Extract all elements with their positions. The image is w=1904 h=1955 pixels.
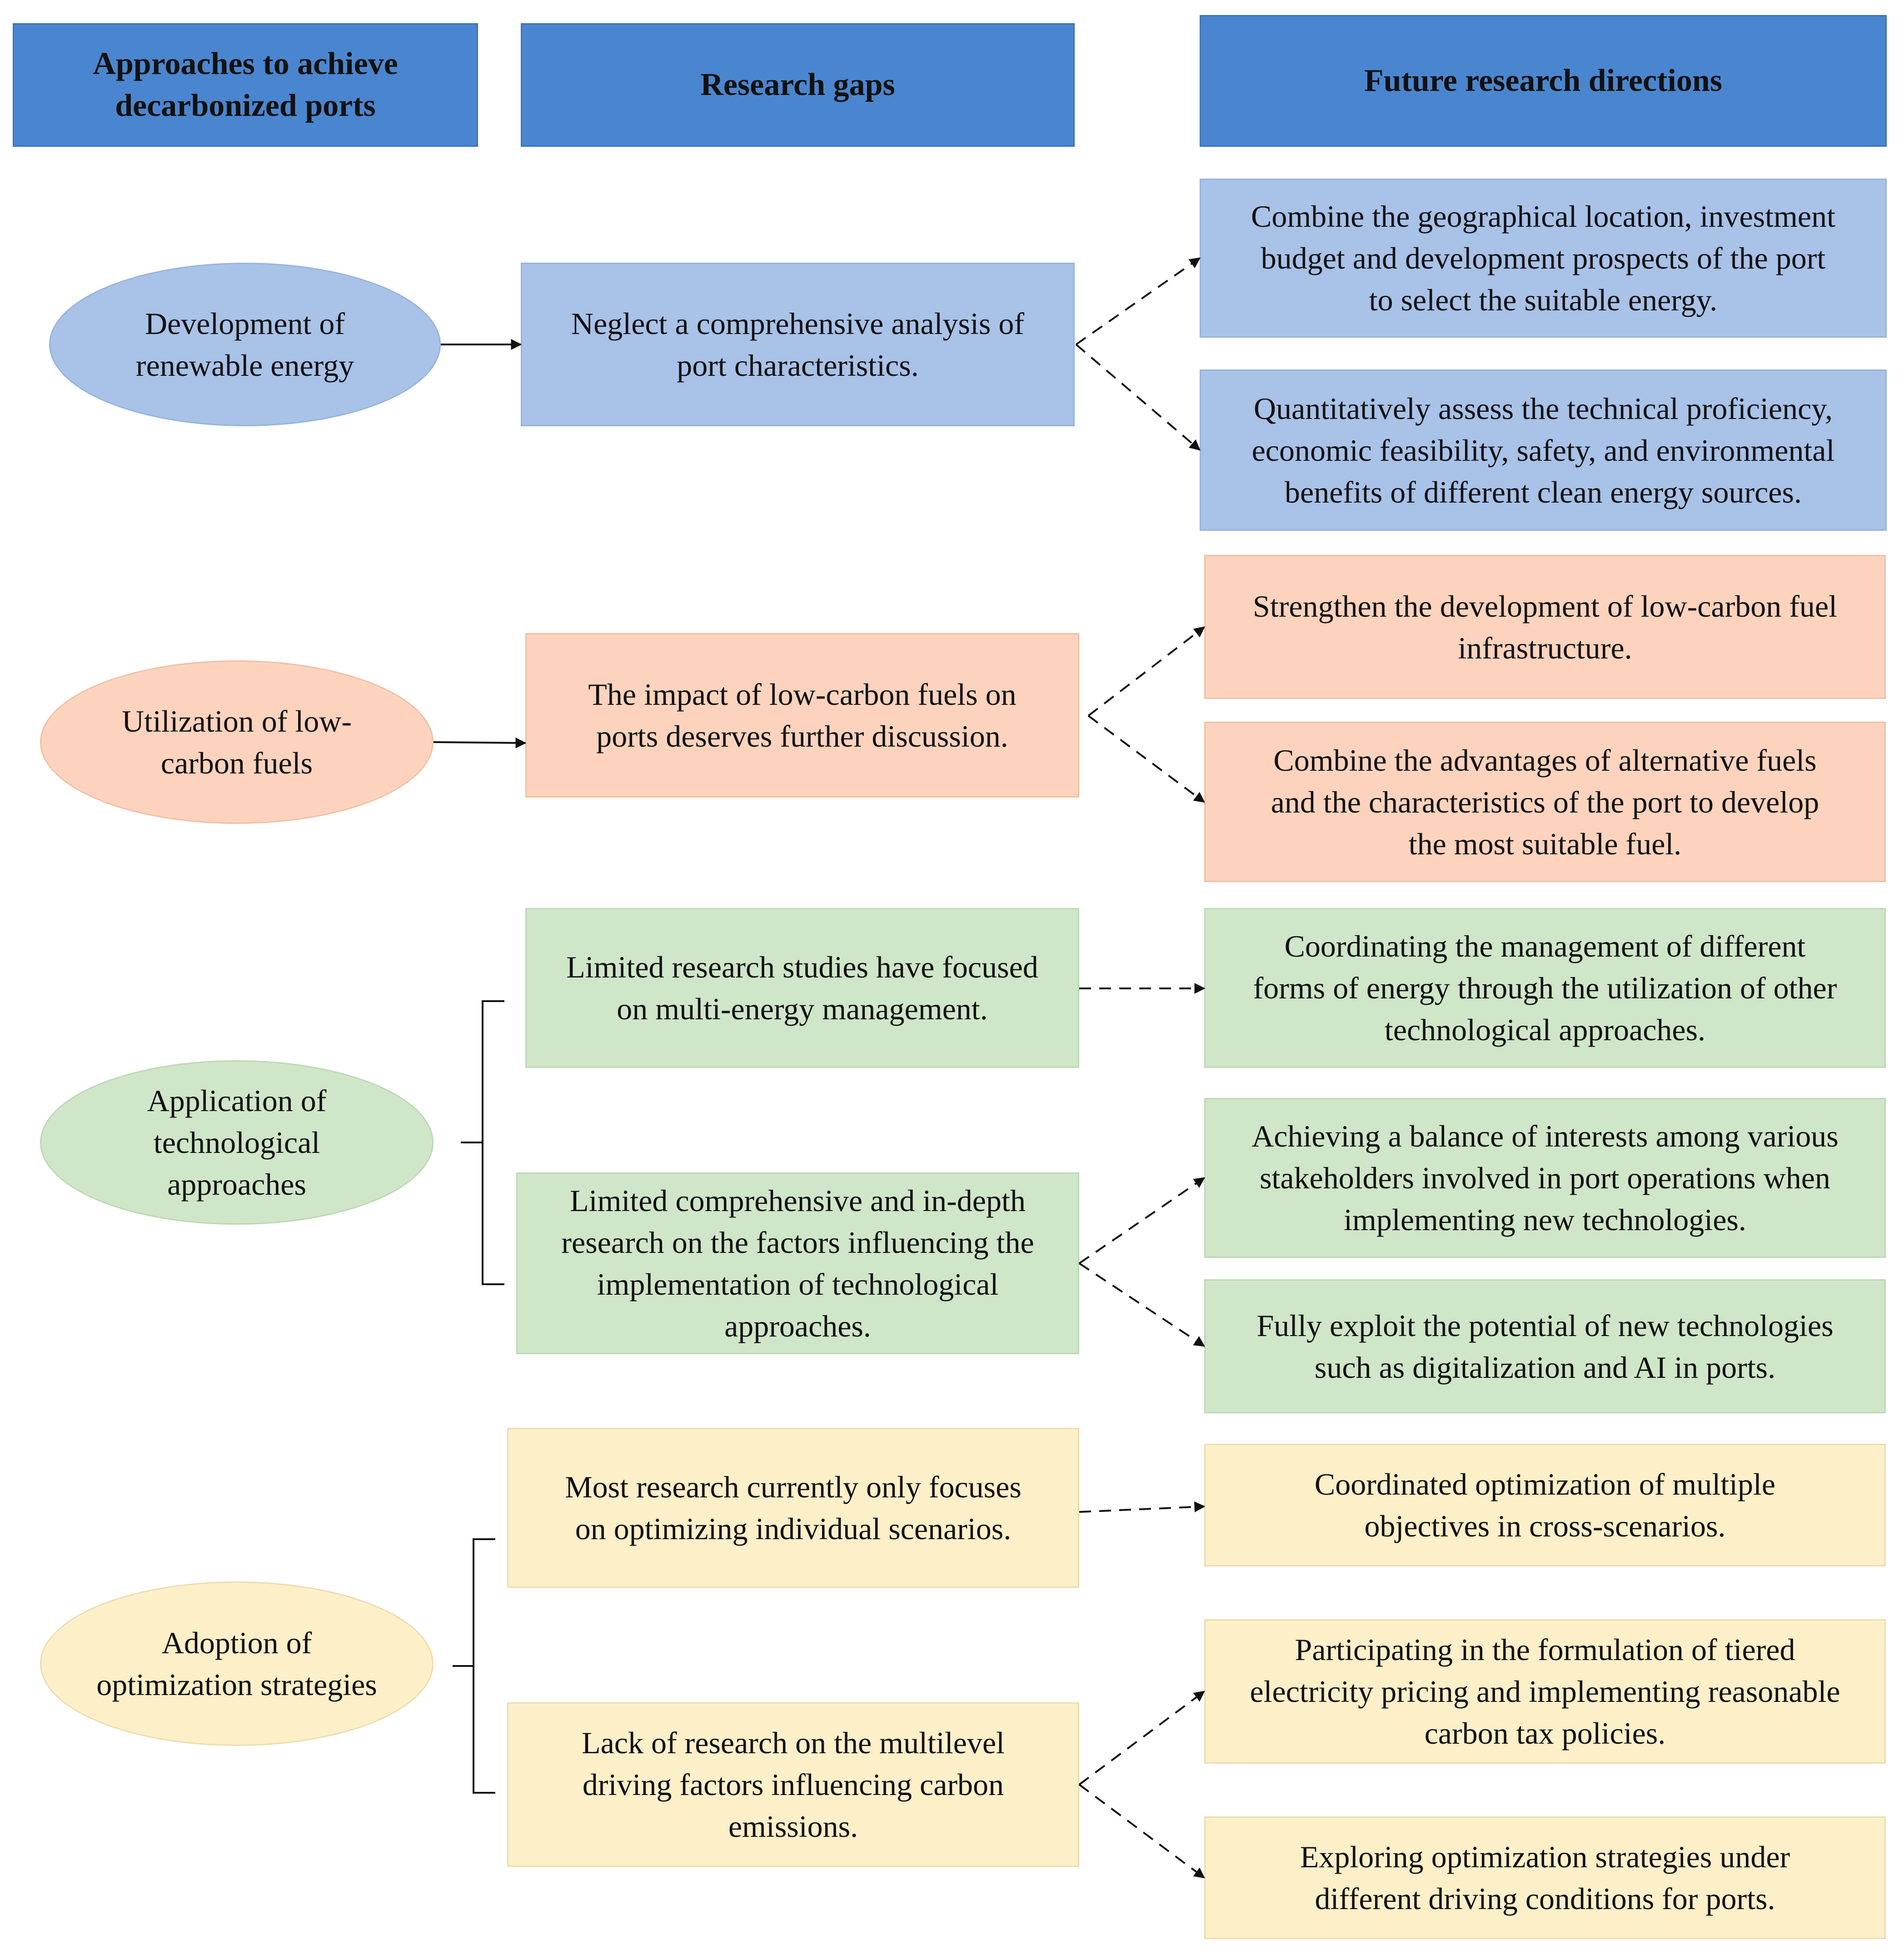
direction-assess-clean-energy: Quantitatively assess the technical prof… (1200, 369, 1887, 531)
direction-stakeholder-balance: Achieving a balance of interests among v… (1204, 1098, 1886, 1258)
dashed-arrow-r2-bottom (1087, 715, 1205, 803)
header-approaches: Approaches to achieve decarbonized ports (13, 23, 478, 147)
dashed-arrow-r1-top (1075, 257, 1201, 345)
gap-individual-scenarios: Most research currently only focuses on … (507, 1428, 1079, 1588)
approach-technological: Application of technological approaches (40, 1060, 434, 1225)
dashed-arrow-r3-top (1078, 1177, 1205, 1264)
gap-port-characteristics: Neglect a comprehensive analysis of port… (521, 263, 1075, 426)
dashed-arrow-r3-bottom (1078, 1262, 1206, 1347)
approach-optimization: Adoption of optimization strategies (40, 1581, 434, 1746)
dashed-arrow-r4-single (1079, 1501, 1206, 1513)
direction-coordinate-energy: Coordinating the management of different… (1204, 908, 1886, 1068)
direction-driving-conditions: Exploring optimization strategies under … (1204, 1816, 1886, 1939)
direction-pricing-carbon-tax: Participating in the formulation of tier… (1204, 1619, 1886, 1764)
header-research-gaps: Research gaps (521, 23, 1075, 147)
direction-digitalization-ai: Fully exploit the potential of new techn… (1204, 1279, 1886, 1413)
dashed-arrow-r4-bottom (1078, 1784, 1205, 1879)
direction-cross-scenarios: Coordinated optimization of multiple obj… (1204, 1444, 1886, 1566)
direction-select-suitable-energy: Combine the geographical location, inves… (1200, 179, 1887, 338)
bracket-optimization (473, 1538, 495, 1794)
dashed-arrow-r1-bottom (1075, 344, 1201, 451)
approach-low-carbon-fuels: Utilization of low- carbon fuels (40, 660, 434, 824)
gap-multilevel-factors: Lack of research on the multilevel drivi… (507, 1702, 1079, 1867)
direction-suitable-fuel: Combine the advantages of alternative fu… (1204, 722, 1886, 882)
header-future-directions: Future research directions (1200, 15, 1887, 147)
bracket-technological (482, 1000, 504, 1285)
gap-multi-energy-management: Limited research studies have focused on… (525, 908, 1079, 1068)
arrow-fuels-to-gap (433, 737, 527, 748)
dashed-arrow-r4-top (1078, 1691, 1205, 1785)
approach-renewable-energy: Development of renewable energy (49, 263, 441, 426)
gap-low-carbon-fuel-impact: The impact of low-carbon fuels on ports … (525, 633, 1079, 798)
direction-fuel-infrastructure: Strengthen the development of low-carbon… (1204, 555, 1886, 699)
gap-technology-factors: Limited comprehensive and in-depth resea… (516, 1172, 1079, 1354)
dashed-arrow-r2-top (1087, 626, 1205, 717)
